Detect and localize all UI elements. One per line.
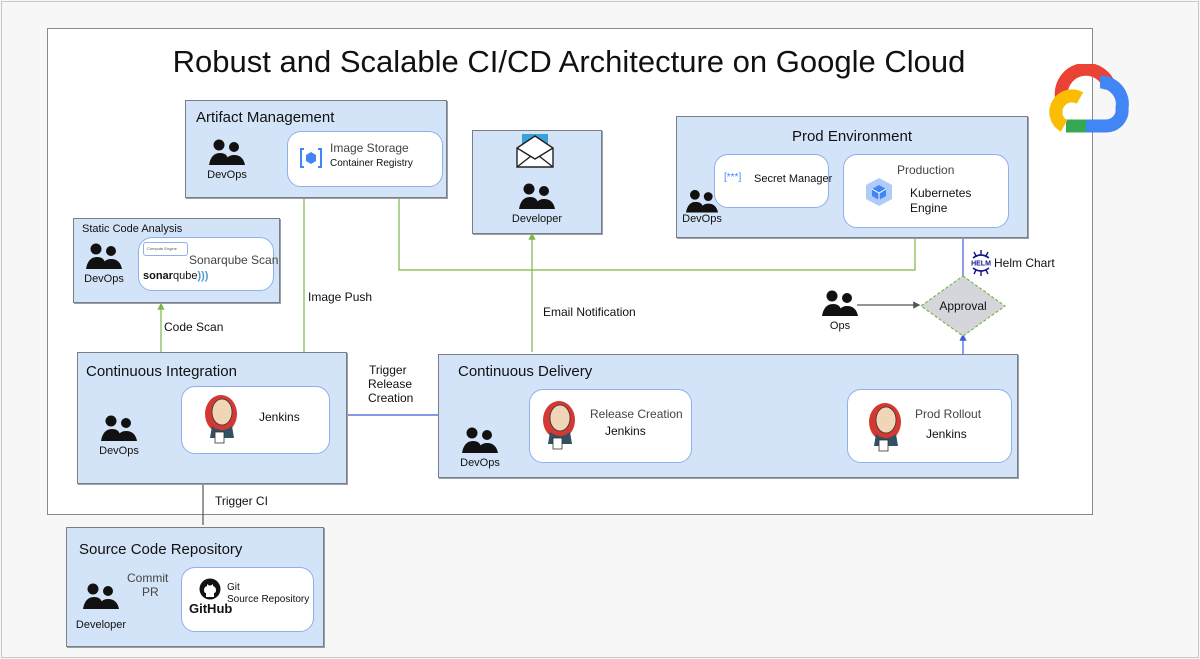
group-source-code-repository: Source Code Repository Developer Commit … [66,527,324,647]
edge-label-trigger-ci: Trigger CI [215,494,268,508]
group-continuous-integration: Continuous Integration DevOps Jenkins [77,352,347,484]
svg-text:HELM: HELM [971,261,991,268]
helm-chart-label: Helm Chart [994,256,1055,270]
people-icon [462,427,498,453]
card-title: Image Storage [330,141,409,155]
group-title: Continuous Delivery [458,363,593,380]
card-line1: Kubernetes [910,186,972,200]
secret-manager-icon: [***] [724,172,742,183]
card-title: Sonarqube Scan [189,253,279,267]
people-icon [822,290,858,316]
approval-diamond [920,275,1006,337]
group-static-code-analysis: Static Code Analysis DevOps Compute Engi… [73,218,280,303]
group-title: Source Code Repository [79,541,243,558]
edge-label-commit: Commit [127,571,169,585]
actor-devops: DevOps [82,243,126,285]
actor-label: DevOps [460,457,500,469]
people-icon [83,583,119,609]
people-icon [86,243,122,269]
people-icon [519,183,555,209]
edge-label-pr: PR [142,585,159,599]
card-prod-rollout[interactable]: Prod Rollout Jenkins [847,389,1012,463]
actor-label: DevOps [84,273,124,285]
kubernetes-engine-icon [866,178,892,206]
card-release-creation[interactable]: Release Creation Jenkins [529,389,692,463]
actor-devops: DevOps [679,189,725,229]
group-title: Prod Environment [791,128,913,145]
group-title: Static Code Analysis [82,223,183,235]
jenkins-icon [543,401,575,450]
card-title: Production [897,163,955,177]
edge-label-trigger-release: Trigger Release Creation [368,363,414,405]
actor-developer: Developer [75,583,127,631]
card-line2: Source Repository [227,594,310,605]
card-title: Release Creation [590,407,683,421]
jenkins-icon [869,403,901,452]
people-icon [686,189,718,213]
actor-devops: DevOps [204,139,250,181]
card-github[interactable]: GitHub Git Source Repository [181,567,314,632]
actor-label: DevOps [682,213,722,225]
approval-gate[interactable]: Approval [920,275,1006,337]
edge-label-image-push: Image Push [308,290,373,304]
jenkins-icon [205,395,237,444]
actor-label: Ops [829,320,851,332]
card-line2: Engine [910,201,948,215]
card-title: Prod Rollout [915,407,982,421]
edge-label-code-scan: Code Scan [164,320,224,334]
card-subtitle: Jenkins [926,427,967,441]
edge-label-email-notification: Email Notification [543,305,636,319]
github-logo-text: GitHub [189,601,233,616]
github-icon [199,578,221,600]
helm-icon: HELM [971,250,991,276]
card-title: Secret Manager [754,173,833,185]
group-title: Continuous Integration [86,363,237,380]
card-title: Jenkins [259,410,300,424]
actor-label: Developer [511,213,563,225]
actor-devops: DevOps [96,415,142,457]
group-artifact-management: Artifact Management DevOps Image Storage… [185,100,447,198]
card-line1: Git [227,582,240,593]
people-icon [209,139,245,165]
approval-label: Approval [939,299,987,313]
card-image-storage[interactable]: Image Storage Container Registry [287,131,443,187]
sonarqube-logo: sonarqube))) [143,270,209,282]
actor-label: DevOps [207,169,247,181]
diagram-title: Robust and Scalable CI/CD Architecture o… [172,44,966,79]
actor-devops: DevOps [457,427,503,469]
group-notification: Developer [472,130,602,234]
group-prod-environment: Prod Environment DevOps [***] Secret Man… [676,116,1028,238]
card-secret-manager[interactable]: [***] Secret Manager [714,154,833,208]
actor-label: DevOps [99,445,139,457]
card-jenkins-ci[interactable]: Jenkins [181,386,330,454]
email-icon [516,134,554,168]
group-continuous-delivery: Continuous Delivery DevOps Release Creat… [438,354,1018,478]
google-cloud-logo [1040,62,1132,134]
actor-label: Developer [75,619,127,631]
actor-developer: Developer [497,183,577,225]
group-title: Artifact Management [196,109,335,126]
card-subtitle: Jenkins [605,424,646,438]
people-icon [101,415,137,441]
card-production-gke[interactable]: Production Kubernetes Engine [843,154,1009,228]
compute-engine-badge: Compute Engine [143,242,188,256]
actor-ops: Ops [815,290,865,332]
edge-image-to-prod [398,198,919,271]
card-sonarqube-scan[interactable]: Compute Engine Sonarqube Scan sonarqube)… [138,237,278,291]
container-registry-icon [300,148,322,168]
card-subtitle: Container Registry [330,158,413,169]
